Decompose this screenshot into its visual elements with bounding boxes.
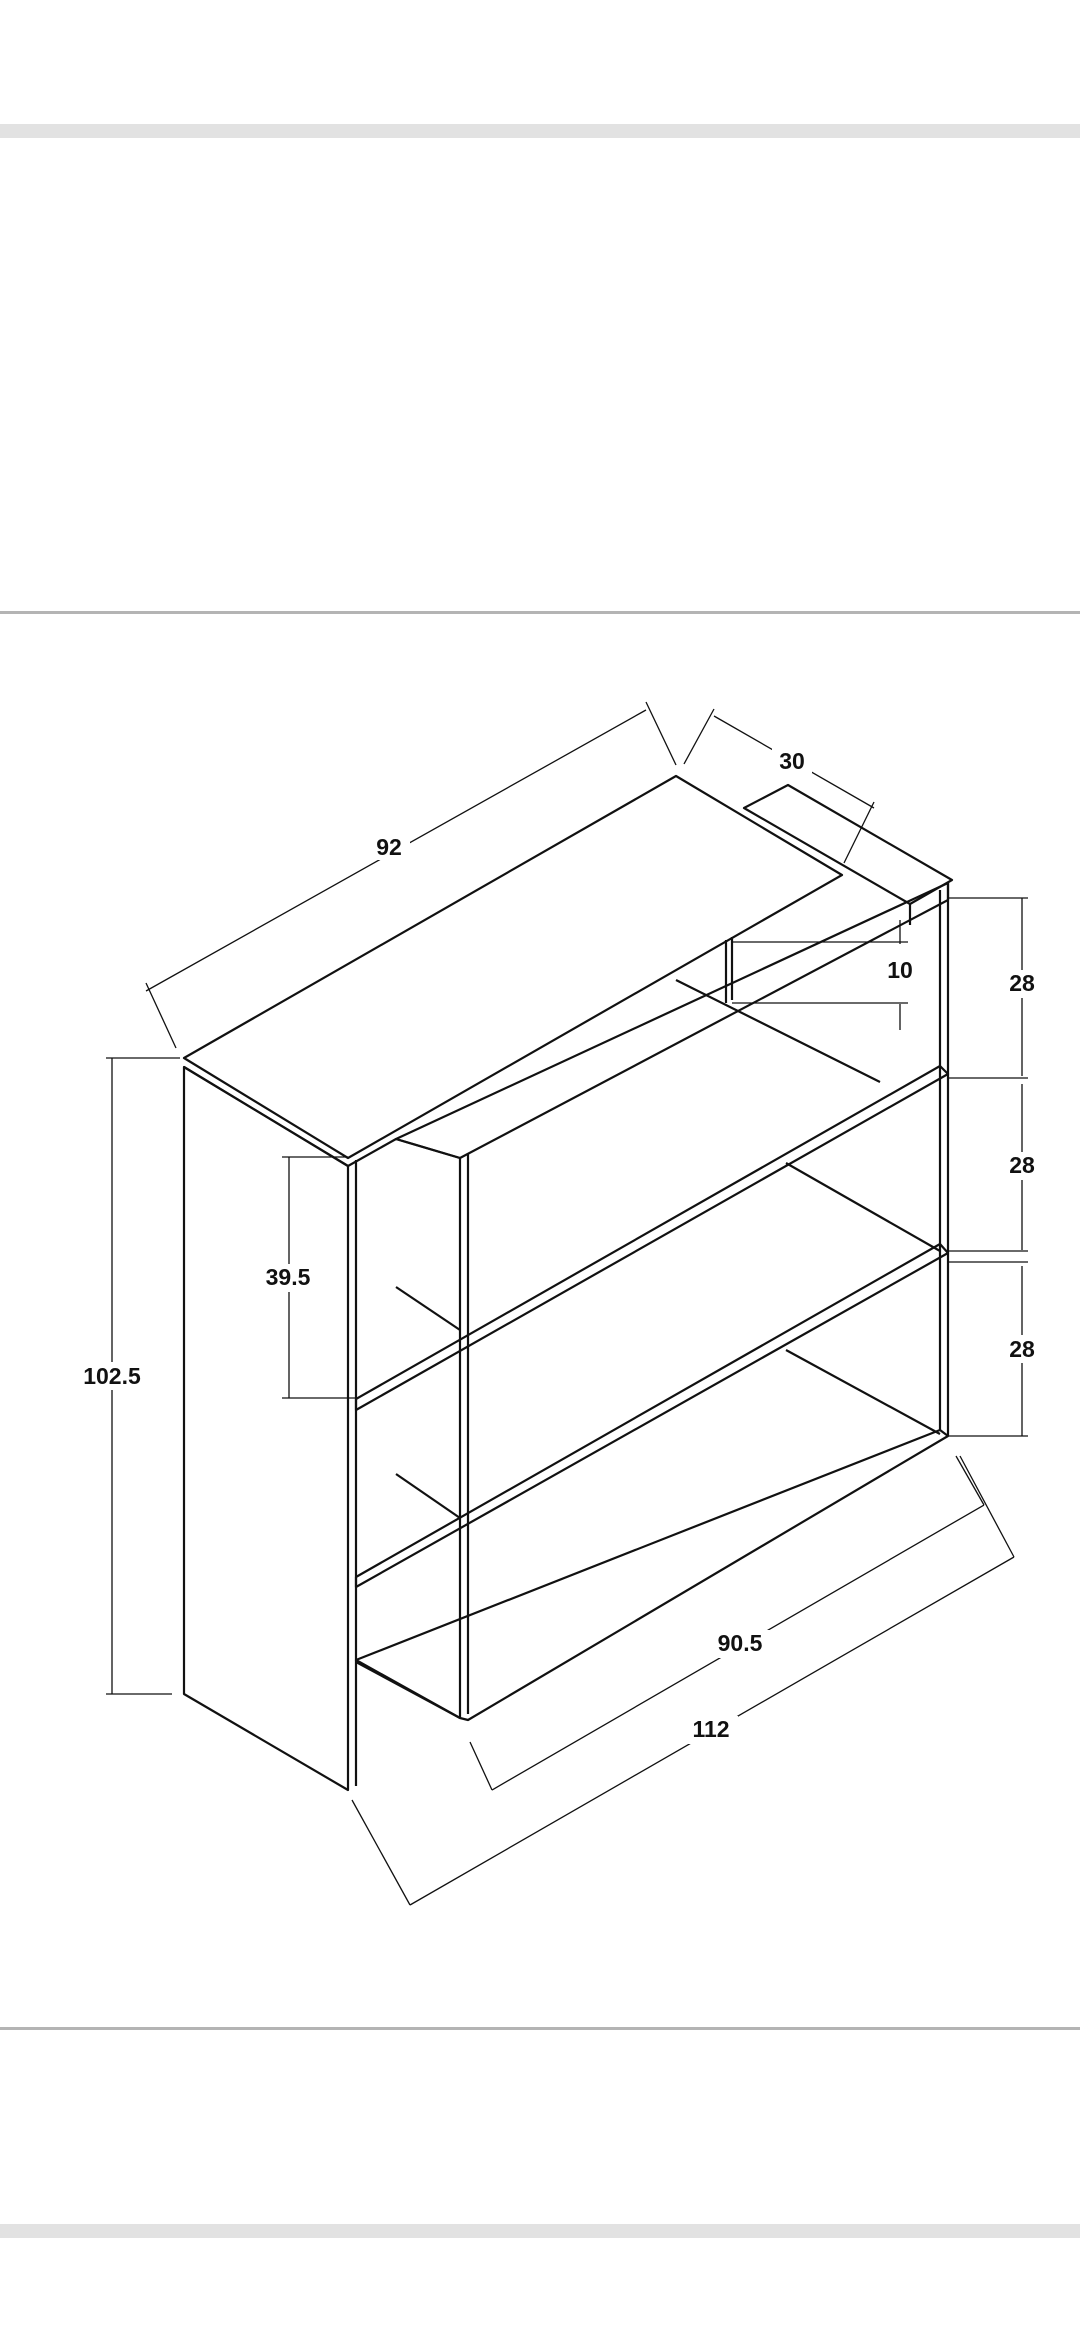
back-line-3	[785, 1162, 941, 1252]
dim-39-5-label: 39.5	[266, 1264, 311, 1290]
dim-90-5-ext-left	[469, 1741, 493, 1791]
bottom-gray-band	[0, 2224, 1080, 2238]
dim-30-ext-right	[843, 801, 875, 864]
dim-90-5-label: 90.5	[718, 1630, 763, 1656]
back-line-5	[785, 1349, 941, 1435]
dim-30-label-bg	[772, 747, 812, 773]
dim-92-ext-left	[145, 982, 177, 1049]
dim-28-1-label-bg	[1000, 970, 1044, 998]
dim-112-ext-right	[959, 1455, 1015, 1558]
shelf-technical-drawing[interactable]: 92 30 10 28 28 28 39.5 102.5 90.5 112	[0, 614, 1080, 2027]
dim-30-label: 30	[779, 748, 805, 774]
left-side-panel	[182, 1065, 350, 1792]
dim-92-label-bg	[368, 834, 410, 860]
dim-102-5-label: 102.5	[83, 1363, 141, 1389]
dim-28-2-label: 28	[1009, 1152, 1035, 1178]
dim-39-5-label-bg	[258, 1264, 320, 1292]
dim-28-3-label-bg	[1000, 1335, 1044, 1363]
back-line-2	[395, 1286, 461, 1331]
shelf-outline	[182, 774, 954, 1792]
dim-10-label: 10	[887, 957, 913, 983]
dim-90-5-ext-right	[955, 1455, 985, 1506]
cabinet-top-edge	[394, 881, 950, 1160]
dim-92-label: 92	[376, 834, 402, 860]
dim-112-ext-left	[351, 1799, 411, 1906]
dim-112-label-bg	[684, 1716, 738, 1744]
top-gray-band	[0, 124, 1080, 138]
shelf-drawing-svg: 92 30 10 28 28 28 39.5 102.5 90.5 112	[76, 701, 1044, 1906]
bottom-divider	[0, 2027, 1080, 2030]
dim-30-ext-left	[683, 708, 715, 765]
dim-102-5-label-bg	[76, 1362, 148, 1390]
back-line-4	[395, 1473, 461, 1519]
dim-90-5-label-bg	[710, 1630, 770, 1658]
top-divider	[0, 611, 1080, 614]
dim-28-3-label: 28	[1009, 1336, 1035, 1362]
shelf-1	[354, 1064, 950, 1412]
top-blank-panel	[0, 138, 1080, 611]
dim-28-1-label: 28	[1009, 970, 1035, 996]
dimension-lines	[106, 701, 1028, 1906]
bottom-blank-panel	[0, 2030, 1080, 2224]
dim-112-label: 112	[692, 1716, 729, 1742]
dim-28-2-label-bg	[1000, 1152, 1044, 1180]
bottom-shelf	[354, 1428, 950, 1722]
back-line-1	[675, 979, 881, 1083]
cabinet-corner	[395, 1137, 461, 1160]
dimension-labels: 92 30 10 28 28 28 39.5 102.5 90.5 112	[76, 747, 1044, 1744]
bottom-line	[355, 1661, 461, 1719]
top-panel	[182, 774, 844, 1160]
upper-back-top	[742, 783, 954, 906]
dim-92-ext-right	[645, 701, 677, 766]
shelf-2	[354, 1242, 950, 1589]
